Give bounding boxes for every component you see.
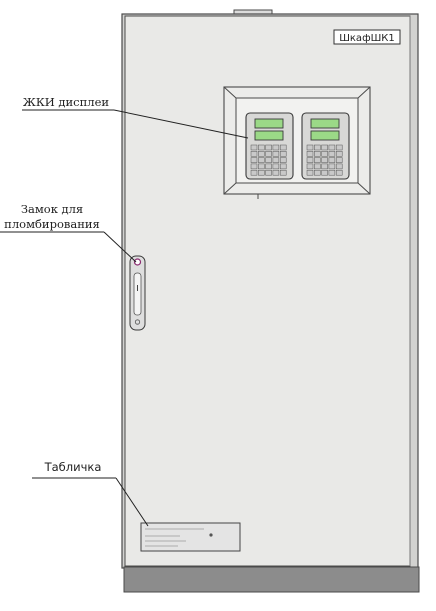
lcd-screen — [254, 118, 284, 129]
keypad-key — [279, 169, 287, 176]
keypad-key — [258, 157, 265, 163]
keypad-key — [265, 144, 272, 151]
lcd-screen — [254, 130, 284, 141]
cabinet-tag: ШкафШК1 — [339, 33, 395, 44]
window-bevel-bl — [223, 182, 237, 195]
keypad-key — [279, 151, 287, 157]
keypad-key — [314, 144, 321, 151]
keypad-key — [279, 144, 287, 151]
window-bevel-tr — [357, 86, 371, 99]
keypad-key — [321, 169, 328, 176]
leader-lcd-displays-diag — [113, 109, 249, 139]
keypad-key — [272, 151, 280, 157]
keypad-key — [272, 163, 280, 170]
nameplate-plate — [140, 522, 241, 552]
label-lcd-displays: ЖКИ дисплеи — [23, 95, 109, 109]
lcd-screen — [310, 118, 340, 129]
handle-grip — [133, 272, 142, 316]
keypad-key — [335, 169, 343, 176]
keypad-key — [328, 144, 336, 151]
keypad-key — [250, 163, 258, 170]
keypad-key — [314, 169, 321, 176]
keypad-key — [265, 151, 272, 157]
keypad-key — [258, 144, 265, 151]
keypad-key — [335, 157, 343, 163]
leader-seal-lock-diag — [103, 231, 137, 263]
lcd-controller-left — [245, 112, 294, 180]
keypad-key — [335, 144, 343, 151]
keypad-key — [258, 163, 265, 170]
keypad-key — [265, 157, 272, 163]
keypad-key — [306, 163, 314, 170]
keypad-key — [272, 169, 280, 176]
keypad-key — [314, 157, 321, 163]
window-bevel-tl — [223, 86, 237, 99]
leader-nameplate-diag — [115, 477, 149, 527]
keypad-key — [250, 144, 258, 151]
keypad-key — [306, 151, 314, 157]
lcd-screen — [310, 130, 340, 141]
keypad-key — [272, 157, 280, 163]
keypad-key — [328, 163, 336, 170]
keypad-key — [272, 144, 280, 151]
keypad-key — [328, 169, 336, 176]
keypad-key — [335, 163, 343, 170]
keypad-key — [328, 151, 336, 157]
label-seal-lock-line2: пломбирования — [4, 217, 100, 231]
keypad-key — [328, 157, 336, 163]
keypad-key — [314, 163, 321, 170]
keypad-key — [306, 169, 314, 176]
keypad-key — [321, 144, 328, 151]
window-bevel-br — [357, 182, 371, 195]
nameplate-mark-icon — [209, 533, 213, 537]
keypad-key — [250, 169, 258, 176]
seal-lock-icon — [133, 258, 142, 266]
keypad-key — [279, 157, 287, 163]
keypad-key — [279, 163, 287, 170]
keypad-key — [335, 151, 343, 157]
lcd-controller-right — [301, 112, 350, 180]
keypad-key — [258, 169, 265, 176]
handle-screw-icon — [134, 319, 141, 325]
keypad-key — [250, 157, 258, 163]
keypad-key — [314, 151, 321, 157]
keypad-key — [265, 169, 272, 176]
keypad-key — [250, 151, 258, 157]
keypad-key — [258, 151, 265, 157]
cabinet-plinth — [123, 566, 420, 593]
label-nameplate: Табличка — [44, 460, 102, 474]
keypad-key — [321, 163, 328, 170]
keypad-key — [265, 163, 272, 170]
keypad-key — [306, 144, 314, 151]
label-seal-lock-line1: Замок для — [21, 202, 83, 216]
keypad-key — [321, 151, 328, 157]
keypad-key — [321, 157, 328, 163]
keypad-key — [306, 157, 314, 163]
cabinet-tag-box — [333, 29, 401, 45]
door-handle — [129, 255, 146, 331]
keypad — [250, 144, 287, 176]
keypad — [306, 144, 343, 176]
